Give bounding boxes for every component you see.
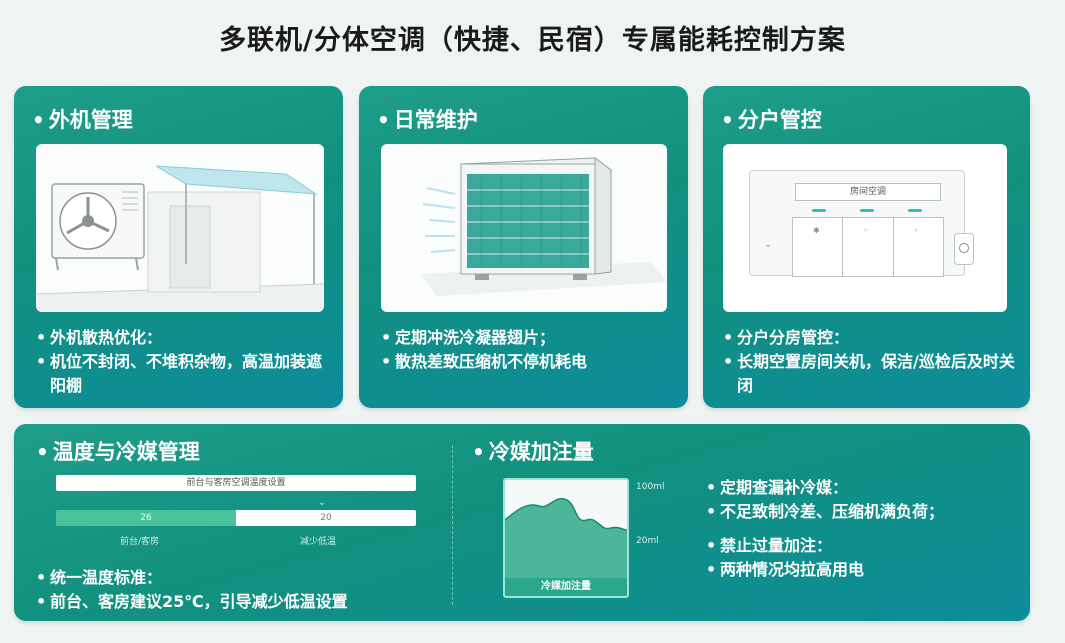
bullet-item: •禁止过量加注： bbox=[706, 534, 1016, 558]
bullet-item: •长期空置房间关机，保洁/巡检后及时关闭 bbox=[723, 350, 1015, 398]
bullet-item: •前台、客房建议25℃，引导减少低温设置 bbox=[36, 590, 446, 614]
maintenance-bullets: •定期冲洗冷凝器翅片； •散热差致压缩机不停机耗电 bbox=[381, 326, 671, 374]
mode-icon: ◦ bbox=[863, 226, 869, 235]
control-button: ◦ bbox=[894, 218, 943, 276]
card-title-text: 外机管理 bbox=[48, 108, 133, 132]
condenser-illustration bbox=[381, 144, 667, 312]
temperature-bullets: •统一温度标准： •前台、客房建议25℃，引导减少低温设置 bbox=[36, 566, 446, 614]
bullet-text: 定期冲洗冷凝器翅片； bbox=[395, 328, 556, 347]
control-button: ◦ bbox=[843, 218, 894, 276]
bullet-item: •不足致制冷差、压缩机满负荷； bbox=[706, 500, 1016, 524]
indicator-led bbox=[812, 209, 826, 212]
bullet-text: 两种情况均拉高用电 bbox=[720, 560, 865, 579]
bullet-item: •定期查漏补冷媒： bbox=[706, 476, 1016, 500]
temperature-caption-right: 减少低温 bbox=[300, 537, 337, 547]
bullet-item: •机位不封闭、不堆积杂物，高温加装遮阳棚 bbox=[36, 350, 326, 398]
chevron-down-icon: ⌄ bbox=[764, 239, 773, 250]
bullet-text: 不足致制冷差、压缩机满负荷； bbox=[720, 502, 945, 521]
outdoor-unit-scene-icon bbox=[36, 165, 324, 312]
control-button: ✱ bbox=[793, 218, 844, 276]
refrigerant-chart: 冷媒加注量 bbox=[503, 478, 629, 598]
control-panel-frame: 房间空调 ⌄ ✱ ◦ ◦ bbox=[749, 170, 974, 277]
bullet-item: •散热差致压缩机不停机耗电 bbox=[381, 350, 671, 374]
control-panel-illustration: 房间空调 ⌄ ✱ ◦ ◦ bbox=[723, 144, 1007, 312]
chart-foot-label: 冷媒加注量 bbox=[505, 578, 627, 596]
card-room-control: •分户管控 房间空调 ⌄ ✱ ◦ ◦ •分户分房管控： •长期空置房间关机，保洁… bbox=[703, 86, 1030, 408]
card-title-text: 分户管控 bbox=[737, 108, 822, 132]
refrigerant-bullets: •定期查漏补冷媒： •不足致制冷差、压缩机满负荷； •禁止过量加注： •两种情况… bbox=[706, 476, 1016, 582]
temperature-setting-label: 前台与客房空调温度设置 bbox=[56, 475, 416, 491]
control-panel-label: 房间空调 bbox=[795, 183, 941, 201]
bullet-item: •定期冲洗冷凝器翅片； bbox=[381, 326, 671, 350]
power-knob-icon bbox=[954, 233, 974, 265]
card-title: •分户管控 bbox=[721, 108, 822, 132]
bullet-text: 长期空置房间关机，保洁/巡检后及时关闭 bbox=[737, 352, 1015, 395]
card-title-text: 冷媒加注量 bbox=[488, 440, 594, 464]
card-title-text: 日常维护 bbox=[393, 108, 478, 132]
bullet-item: •分户分房管控： bbox=[723, 326, 1015, 350]
bullet-text: 禁止过量加注： bbox=[720, 536, 833, 555]
bullet-text: 前台、客房建议25℃，引导减少低温设置 bbox=[50, 592, 348, 611]
bullet-text: 定期查漏补冷媒： bbox=[720, 478, 849, 497]
room-bullets: •分户分房管控： •长期空置房间关机，保洁/巡检后及时关闭 bbox=[723, 326, 1015, 398]
temperature-marker-icon: ⌄ bbox=[318, 498, 326, 508]
condenser-unit-icon bbox=[421, 157, 667, 296]
axis-label-bottom: 20ml bbox=[636, 536, 659, 546]
control-buttons: ✱ ◦ ◦ bbox=[792, 217, 944, 277]
temperature-title: •温度与冷媒管理 bbox=[36, 440, 200, 464]
bullet-text: 机位不封闭、不堆积杂物，高温加装遮阳棚 bbox=[50, 352, 323, 395]
card-daily-maintenance: •日常维护 bbox=[359, 86, 688, 408]
section-divider bbox=[452, 445, 454, 605]
card-title: •日常维护 bbox=[377, 108, 478, 132]
bullet-text: 散热差致压缩机不停机耗电 bbox=[395, 352, 588, 371]
timer-icon: ◦ bbox=[913, 226, 919, 235]
outdoor-unit-illustration bbox=[36, 144, 324, 312]
bullet-text: 统一温度标准： bbox=[50, 568, 163, 587]
card-title-text: 温度与冷媒管理 bbox=[52, 440, 200, 464]
refrigerant-area-icon bbox=[505, 497, 627, 578]
temperature-caption-left: 前台/客房 bbox=[120, 537, 160, 547]
indicator-led bbox=[908, 209, 922, 212]
bullet-item: •统一温度标准： bbox=[36, 566, 446, 590]
bullet-text: 分户分房管控： bbox=[737, 328, 850, 347]
refrigerant-title: •冷媒加注量 bbox=[472, 440, 594, 464]
outdoor-bullets: •外机散热优化： •机位不封闭、不堆积杂物，高温加装遮阳棚 bbox=[36, 326, 326, 398]
bullet-item: •两种情况均拉高用电 bbox=[706, 558, 1016, 582]
page-title: 多联机/分体空调（快捷、民宿）专属能耗控制方案 bbox=[219, 25, 846, 56]
bullet-text: 外机散热优化： bbox=[50, 328, 163, 347]
indicator-led bbox=[860, 209, 874, 212]
temperature-bar-right: 20 bbox=[236, 510, 416, 526]
card-outdoor-management: •外机管理 •外机散热优化： •机位不封闭、 bbox=[14, 86, 343, 408]
temperature-bar: 26 20 bbox=[56, 510, 416, 526]
axis-label-top: 100ml bbox=[636, 482, 665, 492]
card-title: •外机管理 bbox=[32, 108, 133, 132]
bullet-item: •外机散热优化： bbox=[36, 326, 326, 350]
temperature-bar-left: 26 bbox=[56, 510, 236, 526]
fan-icon: ✱ bbox=[813, 226, 820, 235]
